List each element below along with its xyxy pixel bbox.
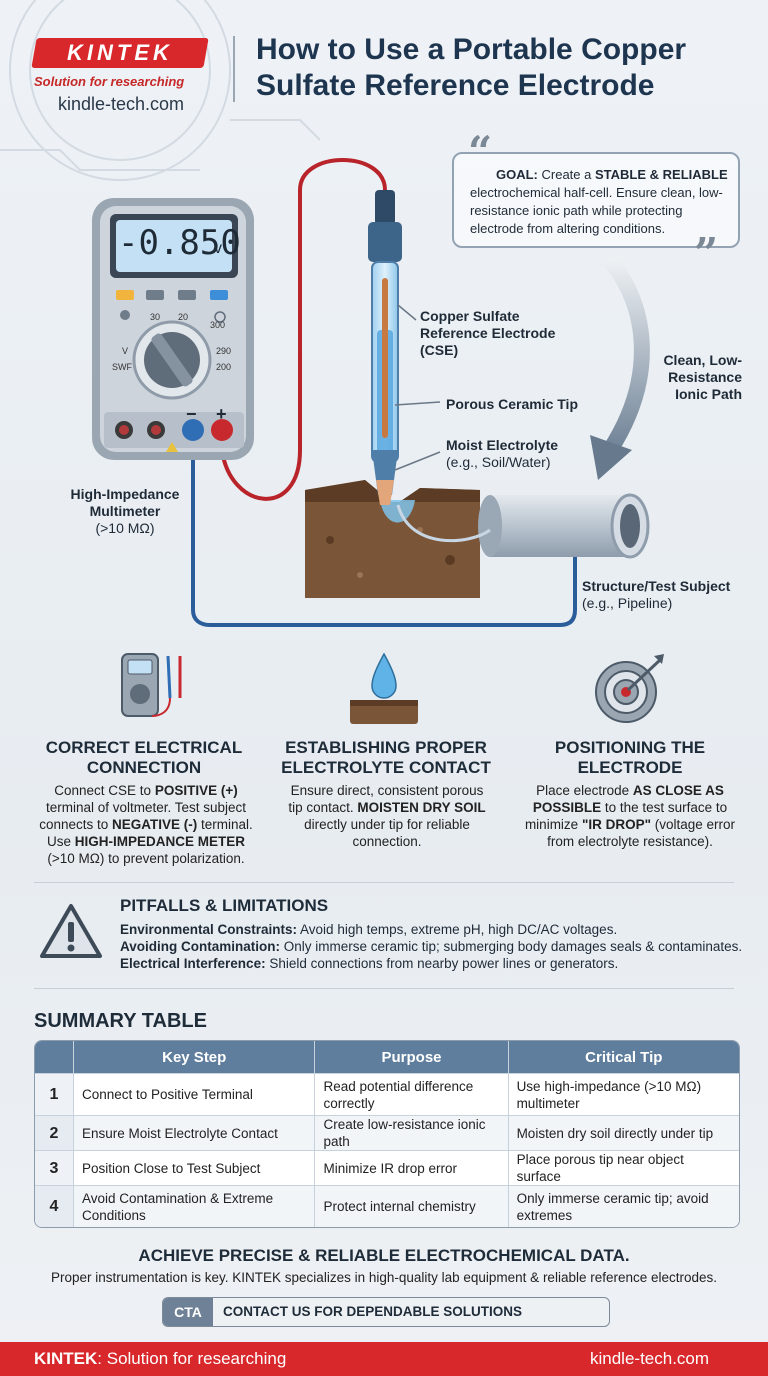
table-cell: Minimize IR drop error xyxy=(314,1150,508,1185)
table-cell: 3 xyxy=(35,1150,73,1185)
multimeter-label: High-Impedance Multimeter (>10 MΩ) xyxy=(70,486,180,536)
warning-mini-icon xyxy=(166,442,178,452)
water-drop-soil-icon xyxy=(350,652,418,724)
pitfalls-title: PITFALLS & LIMITATIONS xyxy=(120,896,329,915)
circuit-background xyxy=(0,0,321,181)
dial-mark: 200 xyxy=(216,362,232,372)
table-cell: Connect to Positive Terminal xyxy=(73,1073,315,1115)
table-cell: 2 xyxy=(35,1115,73,1150)
electrode-setup-diagram xyxy=(92,158,650,627)
column-text-electrolyte: Ensure direct, consistent porous tip con… xyxy=(288,783,486,849)
terminal-minus: − xyxy=(186,404,197,424)
table-row: 4 Avoid Contamination & Extreme Conditio… xyxy=(35,1185,739,1227)
summary-title: SUMMARY TABLE xyxy=(34,1010,207,1032)
table-cell: Avoid Contamination & Extreme Conditions xyxy=(73,1185,315,1227)
ionic-contact-line xyxy=(396,504,491,543)
dial-mark: 290 xyxy=(216,346,232,356)
ionic-path-arrow xyxy=(590,255,650,480)
porous-tip-label: Porous Ceramic Tip xyxy=(446,396,579,412)
dial-mark: SWF xyxy=(112,362,132,372)
sun-icon xyxy=(214,311,226,323)
cta-tag: CTA xyxy=(163,1298,213,1326)
table-cell: Only immerse ceramic tip; avoid extremes xyxy=(507,1185,739,1227)
table-header: Key Step xyxy=(73,1041,315,1073)
table-header: Purpose xyxy=(314,1041,508,1073)
dial-mark: 300 xyxy=(210,320,226,330)
meter-dial-button xyxy=(120,310,130,320)
footer-brand: KINTEK: Solution for researching xyxy=(34,1349,287,1368)
table-cell: 4 xyxy=(35,1185,73,1227)
dial-mark: 30 xyxy=(150,312,161,322)
cta-button-label: CONTACT US FOR DEPENDABLE SOLUTIONS [Con… xyxy=(223,1304,523,1319)
table-cell: Ensure Moist Electrolyte Contact xyxy=(73,1115,315,1150)
page-title: How to Use a Portable Copper Sulfate Ref… xyxy=(256,33,687,102)
table-cell: Protect internal chemistry xyxy=(314,1185,508,1227)
structure-label: Structure/Test Subject (e.g., Pipeline) xyxy=(582,578,731,611)
table-header: Critical Tip xyxy=(507,1041,739,1073)
multimeter-probe-icon xyxy=(121,653,182,717)
table-row: 2 Ensure Moist Electrolyte Contact Creat… xyxy=(35,1115,739,1150)
pitfall-item: Electrical Interference: Shield connecti… xyxy=(120,956,619,971)
table-cell: 1 xyxy=(35,1073,73,1115)
red-positive-wire xyxy=(220,158,387,501)
close-quote-icon: ” xyxy=(694,229,719,278)
section-divider xyxy=(34,882,734,883)
summary-table: Key Step Purpose Critical Tip 1 Connect … xyxy=(34,1040,740,1228)
dial-mark: V xyxy=(122,346,129,356)
soil-block xyxy=(305,480,480,598)
terminal-plus: + xyxy=(216,404,227,424)
footer-bar xyxy=(0,1342,768,1376)
blue-negative-wire xyxy=(191,450,577,627)
pipeline xyxy=(478,493,650,559)
column-text-connection: Connect CSE to POSITIVE (+) terminal of … xyxy=(39,783,253,866)
table-cell: Create low-resistance ionic path xyxy=(314,1115,508,1150)
ionic-path-label: Clean, Low- Resistance Ionic Path xyxy=(663,352,742,402)
dial-mark: 20 xyxy=(178,312,189,322)
target-icon xyxy=(595,654,664,723)
moisture-pocket xyxy=(380,500,415,523)
contact-cta-button[interactable]: CTA CONTACT US FOR DEPENDABLE SOLUTIONS … xyxy=(162,1297,610,1327)
brand-tagline: Solution for researching xyxy=(34,74,185,89)
table-cell: Use high-impedance (>10 MΩ) multimeter xyxy=(507,1073,739,1115)
table-cell: Place porous tip near object surface xyxy=(507,1150,739,1185)
cta-headline: ACHIEVE PRECISE & RELIABLE ELECTROCHEMIC… xyxy=(138,1246,630,1265)
section-divider xyxy=(34,988,734,989)
pitfall-item: Environmental Constraints: Avoid high te… xyxy=(120,922,618,937)
table-cell: Position Close to Test Subject xyxy=(73,1150,315,1185)
table-header xyxy=(35,1041,73,1073)
table-cell: Moisten dry soil directly under tip xyxy=(507,1115,739,1150)
table-row: 3 Position Close to Test Subject Minimiz… xyxy=(35,1150,739,1185)
open-quote-icon: “ xyxy=(468,127,493,176)
goal-box xyxy=(452,152,740,248)
pitfall-item: Avoiding Contamination: Only immerse cer… xyxy=(120,939,743,954)
cta-subtext: Proper instrumentation is key. KINTEK sp… xyxy=(50,1270,718,1285)
brand-logo: KINTEK xyxy=(67,40,173,65)
warning-icon xyxy=(40,904,102,958)
meter-reading: -0.850 xyxy=(118,223,241,263)
multimeter-body xyxy=(92,198,254,460)
table-header-row: Key Step Purpose Critical Tip xyxy=(35,1041,739,1073)
column-text-positioning: Place electrode AS CLOSE AS POSSIBLE to … xyxy=(524,783,736,849)
footer-url[interactable]: kindle-tech.com xyxy=(590,1349,710,1368)
table-cell: Read potential difference correctly xyxy=(314,1073,508,1115)
electrolyte-label: Moist Electrolyte (e.g., Soil/Water) xyxy=(446,437,559,470)
header-divider xyxy=(233,36,235,102)
meter-unit: v xyxy=(214,240,222,257)
brand-url[interactable]: kindle-tech.com xyxy=(58,94,185,114)
cse-electrode xyxy=(368,190,402,505)
goal-text: GOAL: Create a STABLE & RELIABLE electro… xyxy=(470,167,728,236)
cse-label: Copper Sulfate Reference Electrode (CSE) xyxy=(420,308,556,358)
table-row: 1 Connect to Positive Terminal Read pote… xyxy=(35,1073,739,1115)
